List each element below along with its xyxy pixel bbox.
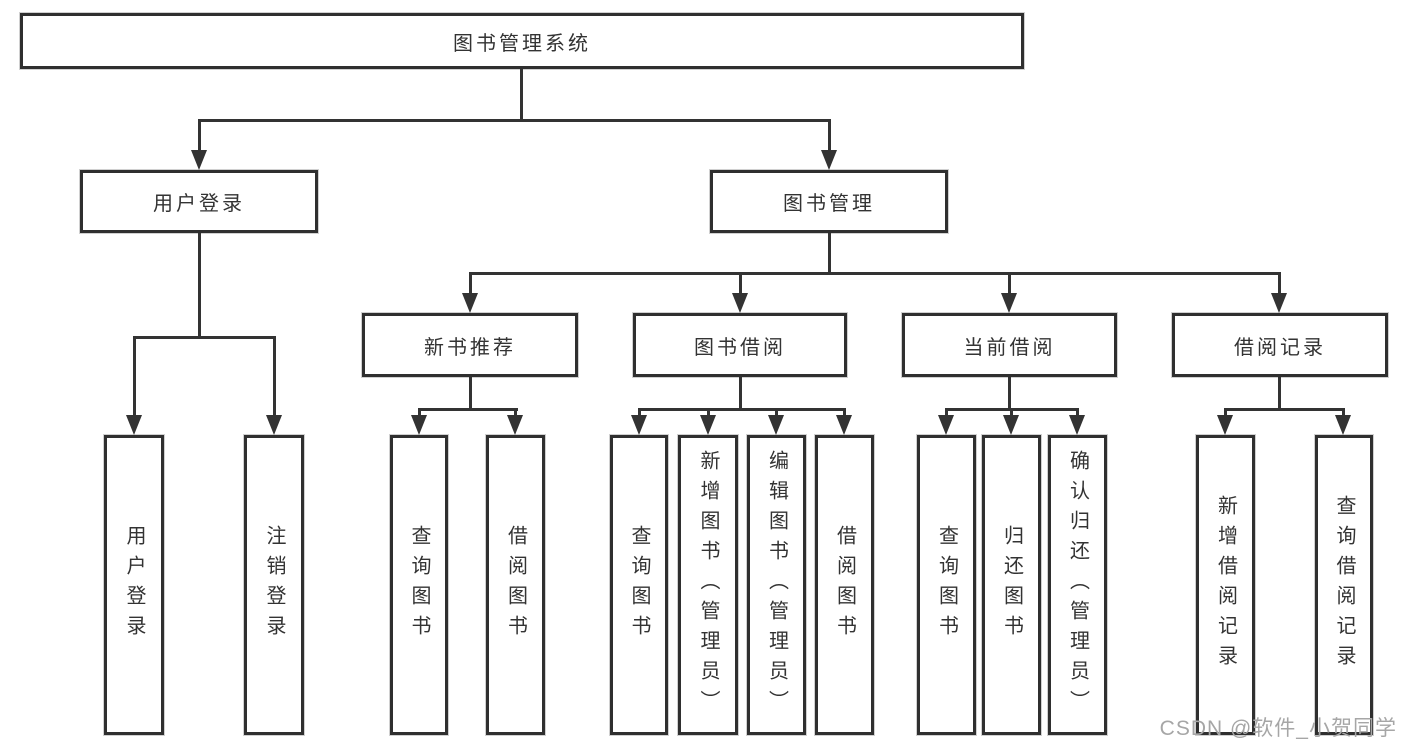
connector-line [133,336,136,417]
connector-line [638,408,641,418]
connector-line [843,408,846,418]
connector-line [418,408,518,411]
leaf-edit-book-admin: 编辑图书（管理员） [747,435,806,735]
connector-arrowhead-down [768,415,784,435]
connector-line [198,119,201,152]
connector-arrowhead-down [1335,415,1351,435]
connector-arrowhead-down [732,293,748,313]
connector-arrowhead-down [1001,293,1017,313]
connector-line [1008,272,1011,295]
leaf-return-books: 归还图书 [982,435,1041,735]
leaf-query-books-recommend-label: 查询图书 [408,525,430,645]
connector-line [469,272,472,295]
connector-line [707,408,710,418]
connector-line [133,336,276,339]
leaf-confirm-return-admin-label: 确认归还（管理员） [1066,450,1089,720]
leaf-query-books-current: 查询图书 [917,435,976,735]
connector-line [638,408,846,411]
leaf-add-borrow-record: 新增借阅记录 [1196,435,1255,735]
connector-line [739,377,742,410]
leaf-borrow-books: 借阅图书 [815,435,874,735]
node-book-borrow-label: 图书借阅 [694,336,786,359]
connector-arrowhead-down [266,415,282,435]
leaf-query-books-borrow: 查询图书 [610,435,668,735]
node-book-management-label: 图书管理 [783,193,875,215]
connector-line [1010,408,1013,418]
leaf-user-login: 用户登录 [104,435,164,735]
connector-arrowhead-down [1069,415,1085,435]
connector-line [1342,408,1345,418]
leaf-confirm-return-admin: 确认归还（管理员） [1048,435,1107,735]
leaf-user-login-label: 用户登录 [123,525,145,645]
connector-arrowhead-down [1271,293,1287,313]
connector-line [418,408,421,418]
leaf-query-borrow-record: 查询借阅记录 [1315,435,1373,735]
connector-arrowhead-down [700,415,716,435]
connector-line [739,272,742,295]
connector-line [469,272,1281,275]
leaf-query-books-current-label: 查询图书 [935,525,958,645]
leaf-borrow-books-recommend-label: 借阅图书 [504,525,527,645]
connector-arrowhead-down [1003,415,1019,435]
leaf-logout-label: 注销登录 [263,525,285,645]
connector-arrowhead-down [191,150,207,170]
connector-line [1278,377,1281,410]
node-book-management: 图书管理 [710,170,948,233]
connector-line [198,233,201,338]
connector-line [1008,377,1011,410]
node-root: 图书管理系统 [20,13,1024,69]
node-current-borrow: 当前借阅 [902,313,1117,377]
connector-arrowhead-down [126,415,142,435]
leaf-add-borrow-record-label: 新增借阅记录 [1214,495,1237,675]
node-user-login-label: 用户登录 [153,193,245,215]
connector-arrowhead-down [821,150,837,170]
connector-line [1224,408,1227,418]
leaf-add-book-admin-label: 新增图书（管理员） [697,450,719,720]
node-root-label: 图书管理系统 [453,32,591,55]
connector-line [1076,408,1079,418]
node-borrow-records-label: 借阅记录 [1234,336,1326,359]
connector-line [514,408,517,418]
node-borrow-records: 借阅记录 [1172,313,1388,377]
connector-line [198,119,830,122]
csdn-watermark: CSDN @软件_小贺同学 [1159,717,1397,740]
connector-arrowhead-down [938,415,954,435]
leaf-edit-book-admin-label: 编辑图书（管理员） [765,450,788,720]
connector-line [1278,272,1281,295]
leaf-query-books-recommend: 查询图书 [390,435,448,735]
connector-arrowhead-down [507,415,523,435]
leaf-logout: 注销登录 [244,435,304,735]
node-new-book-recommend: 新书推荐 [362,313,578,377]
node-current-borrow-label: 当前借阅 [963,336,1056,359]
connector-arrowhead-down [411,415,427,435]
connector-arrowhead-down [836,415,852,435]
leaf-borrow-books-recommend: 借阅图书 [486,435,545,735]
leaf-return-books-label: 归还图书 [1000,525,1023,645]
leaf-add-book-admin: 新增图书（管理员） [678,435,738,735]
connector-arrowhead-down [631,415,647,435]
connector-line [469,377,472,410]
leaf-query-borrow-record-label: 查询借阅记录 [1333,495,1355,675]
connector-line [945,408,948,418]
connector-line [828,233,831,275]
leaf-query-books-borrow-label: 查询图书 [628,525,650,645]
connector-arrowhead-down [1217,415,1233,435]
connector-arrowhead-down [462,293,478,313]
node-new-book-recommend-label: 新书推荐 [424,336,516,359]
connector-line [1224,408,1345,411]
connector-line [828,119,831,152]
node-user-login: 用户登录 [80,170,318,233]
node-book-borrow: 图书借阅 [633,313,847,377]
connector-line [520,69,523,121]
leaf-borrow-books-label: 借阅图书 [833,525,856,645]
connector-line [273,336,276,417]
connector-line [775,408,778,418]
